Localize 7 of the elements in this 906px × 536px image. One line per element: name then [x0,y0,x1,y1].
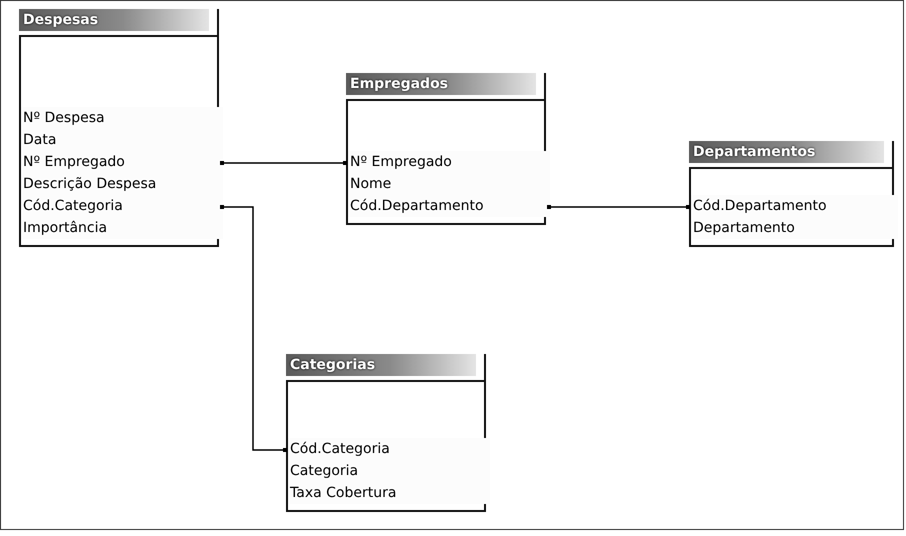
table-title: Categorias [286,354,476,376]
table-title: Departamentos [689,141,884,163]
table-title: Empregados [346,73,536,95]
relationship-line [547,205,690,209]
table-title: Despesas [19,9,209,31]
relationship-line [220,161,347,165]
relationship-line [220,205,287,452]
